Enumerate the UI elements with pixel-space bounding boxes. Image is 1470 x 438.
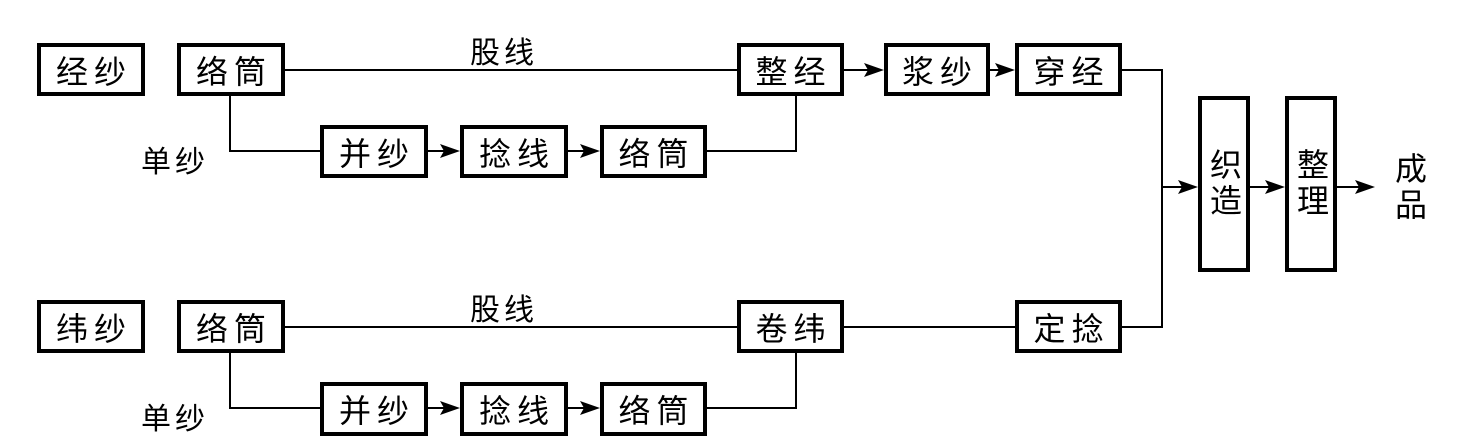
arrowhead-warp-twisting-to-rewinding — [580, 144, 600, 158]
node-weft-twisting: 捻线 — [460, 382, 568, 436]
node-weft-rewinding: 络筒 — [600, 382, 707, 436]
label-finished-product: 成品 — [1390, 152, 1428, 224]
edge-weft-rewinding-to-pirn-winding — [706, 353, 797, 409]
arrowhead-warp-doubling-to-twisting — [440, 144, 460, 158]
edge-weft-winding-to-doubling — [229, 353, 320, 409]
node-warping: 整经 — [737, 43, 844, 96]
edge-warp-winding-to-doubling — [229, 96, 320, 152]
node-warp-twisting: 捻线 — [460, 125, 568, 178]
node-weft-yarn: 纬纱 — [37, 300, 145, 353]
node-twist-setting: 定捻 — [1015, 300, 1122, 353]
label-warp-single-yarn: 单纱 — [141, 145, 209, 180]
label-warp-ply-yarn: 股线 — [470, 36, 538, 71]
node-pirn-winding: 卷纬 — [737, 300, 844, 353]
node-warp-doubling: 并纱 — [320, 125, 428, 178]
node-warp-yarn: 经纱 — [37, 43, 145, 96]
arrowhead-weft-doubling-to-twisting — [440, 401, 460, 415]
arrowhead-weft-twisting-to-rewinding — [580, 401, 600, 415]
arrowhead-sizing-to-drawing-in — [995, 63, 1015, 77]
node-drawing-in: 穿经 — [1015, 43, 1122, 96]
node-weaving: 织造 — [1198, 96, 1250, 272]
edge-merge-rail — [1122, 69, 1163, 328]
label-weft-single-yarn: 单纱 — [141, 402, 209, 437]
node-sizing: 浆纱 — [884, 43, 990, 96]
node-weft-winding: 络筒 — [177, 300, 285, 353]
arrowhead-warping-to-sizing — [864, 63, 884, 77]
edge-warp-rewinding-to-warping — [706, 96, 797, 152]
node-warp-winding: 络筒 — [177, 43, 285, 96]
node-weft-doubling: 并纱 — [320, 382, 428, 436]
label-weft-ply-yarn: 股线 — [470, 293, 538, 328]
arrowhead-finishing-to-product — [1355, 180, 1375, 194]
node-warp-rewinding: 络筒 — [600, 125, 707, 178]
arrowhead-weaving-to-finishing — [1265, 180, 1285, 194]
arrowhead-merge-to-weaving — [1178, 180, 1198, 194]
node-finishing: 整理 — [1285, 96, 1337, 272]
